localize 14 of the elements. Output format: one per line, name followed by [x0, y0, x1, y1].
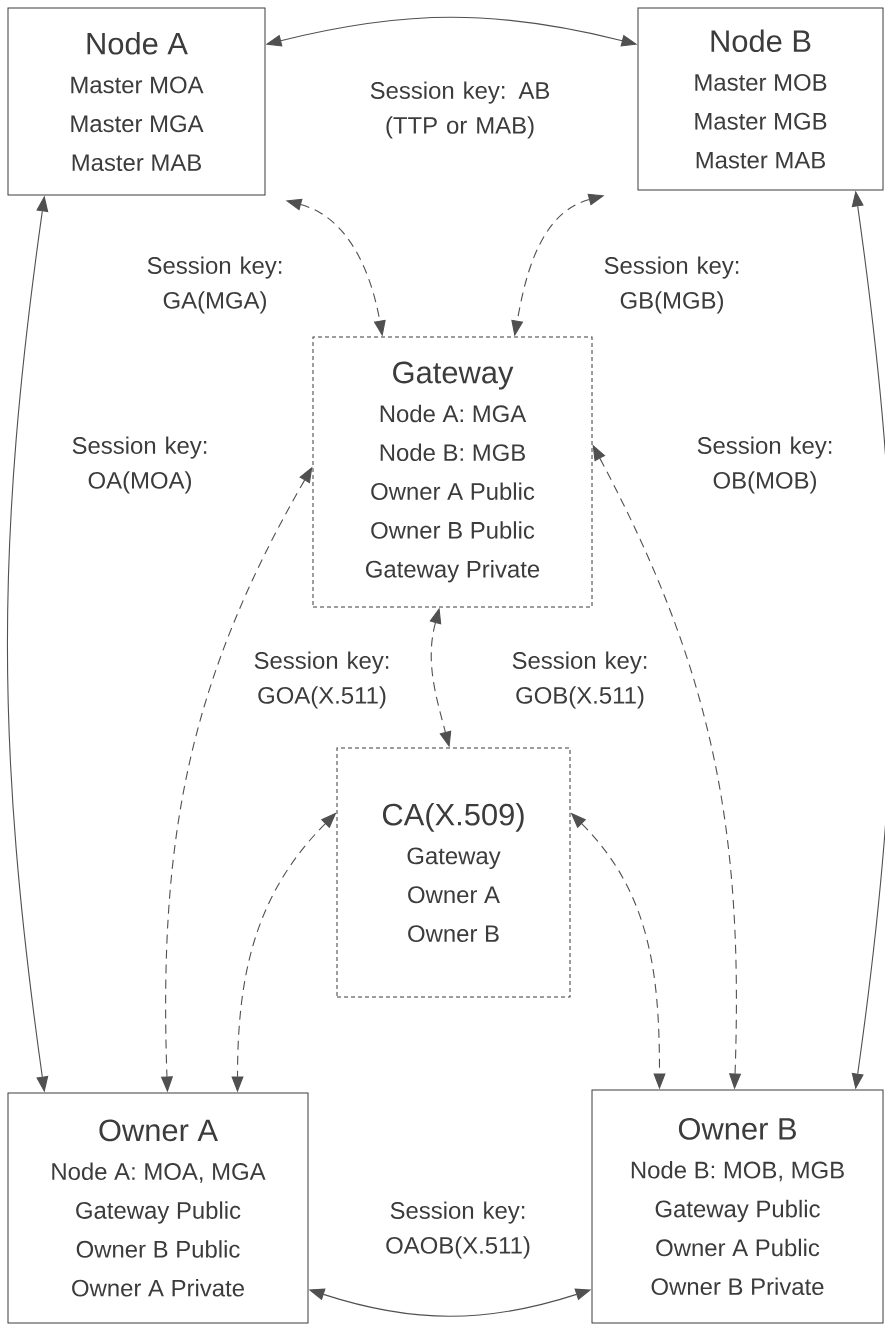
edge-label: Session key: OAOB(X.511)	[376, 1199, 540, 1261]
edge-label: Session key: OB(MOB)	[683, 434, 847, 496]
labeled-box: Node A Master MOA Master MGA Master MAB	[7, 7, 266, 196]
labeled-box: Node B Master MOB Master MGB Master MAB	[637, 7, 884, 191]
edge-label: Session key: GOA(X.511)	[240, 649, 404, 711]
edge-label: Session key: GA(MGA)	[133, 254, 297, 316]
dashed-box: CA(X.509) Gateway Owner A Owner B	[336, 747, 571, 998]
labeled-box: Owner A Node A: MOA, MGA Gateway Public Owner B Public Owner A Private	[7, 1092, 309, 1324]
edge-label: Session key: GB(MGB)	[590, 254, 754, 316]
labeled-box: Owner B Node B: MOB, MGB Gateway Public Owner A Public Owner B Private	[591, 1089, 884, 1324]
edge-label: Session key: GOB(X.511)	[498, 649, 662, 711]
edge-label: Session key: OA(MOA)	[58, 434, 222, 496]
dashed-box: Gateway Node A: MGA Node B: MGB Owner A Public Owner B Public Gateway Private	[312, 336, 593, 608]
edge-label: Session key: AB (TTP or MAB)	[360, 79, 560, 141]
